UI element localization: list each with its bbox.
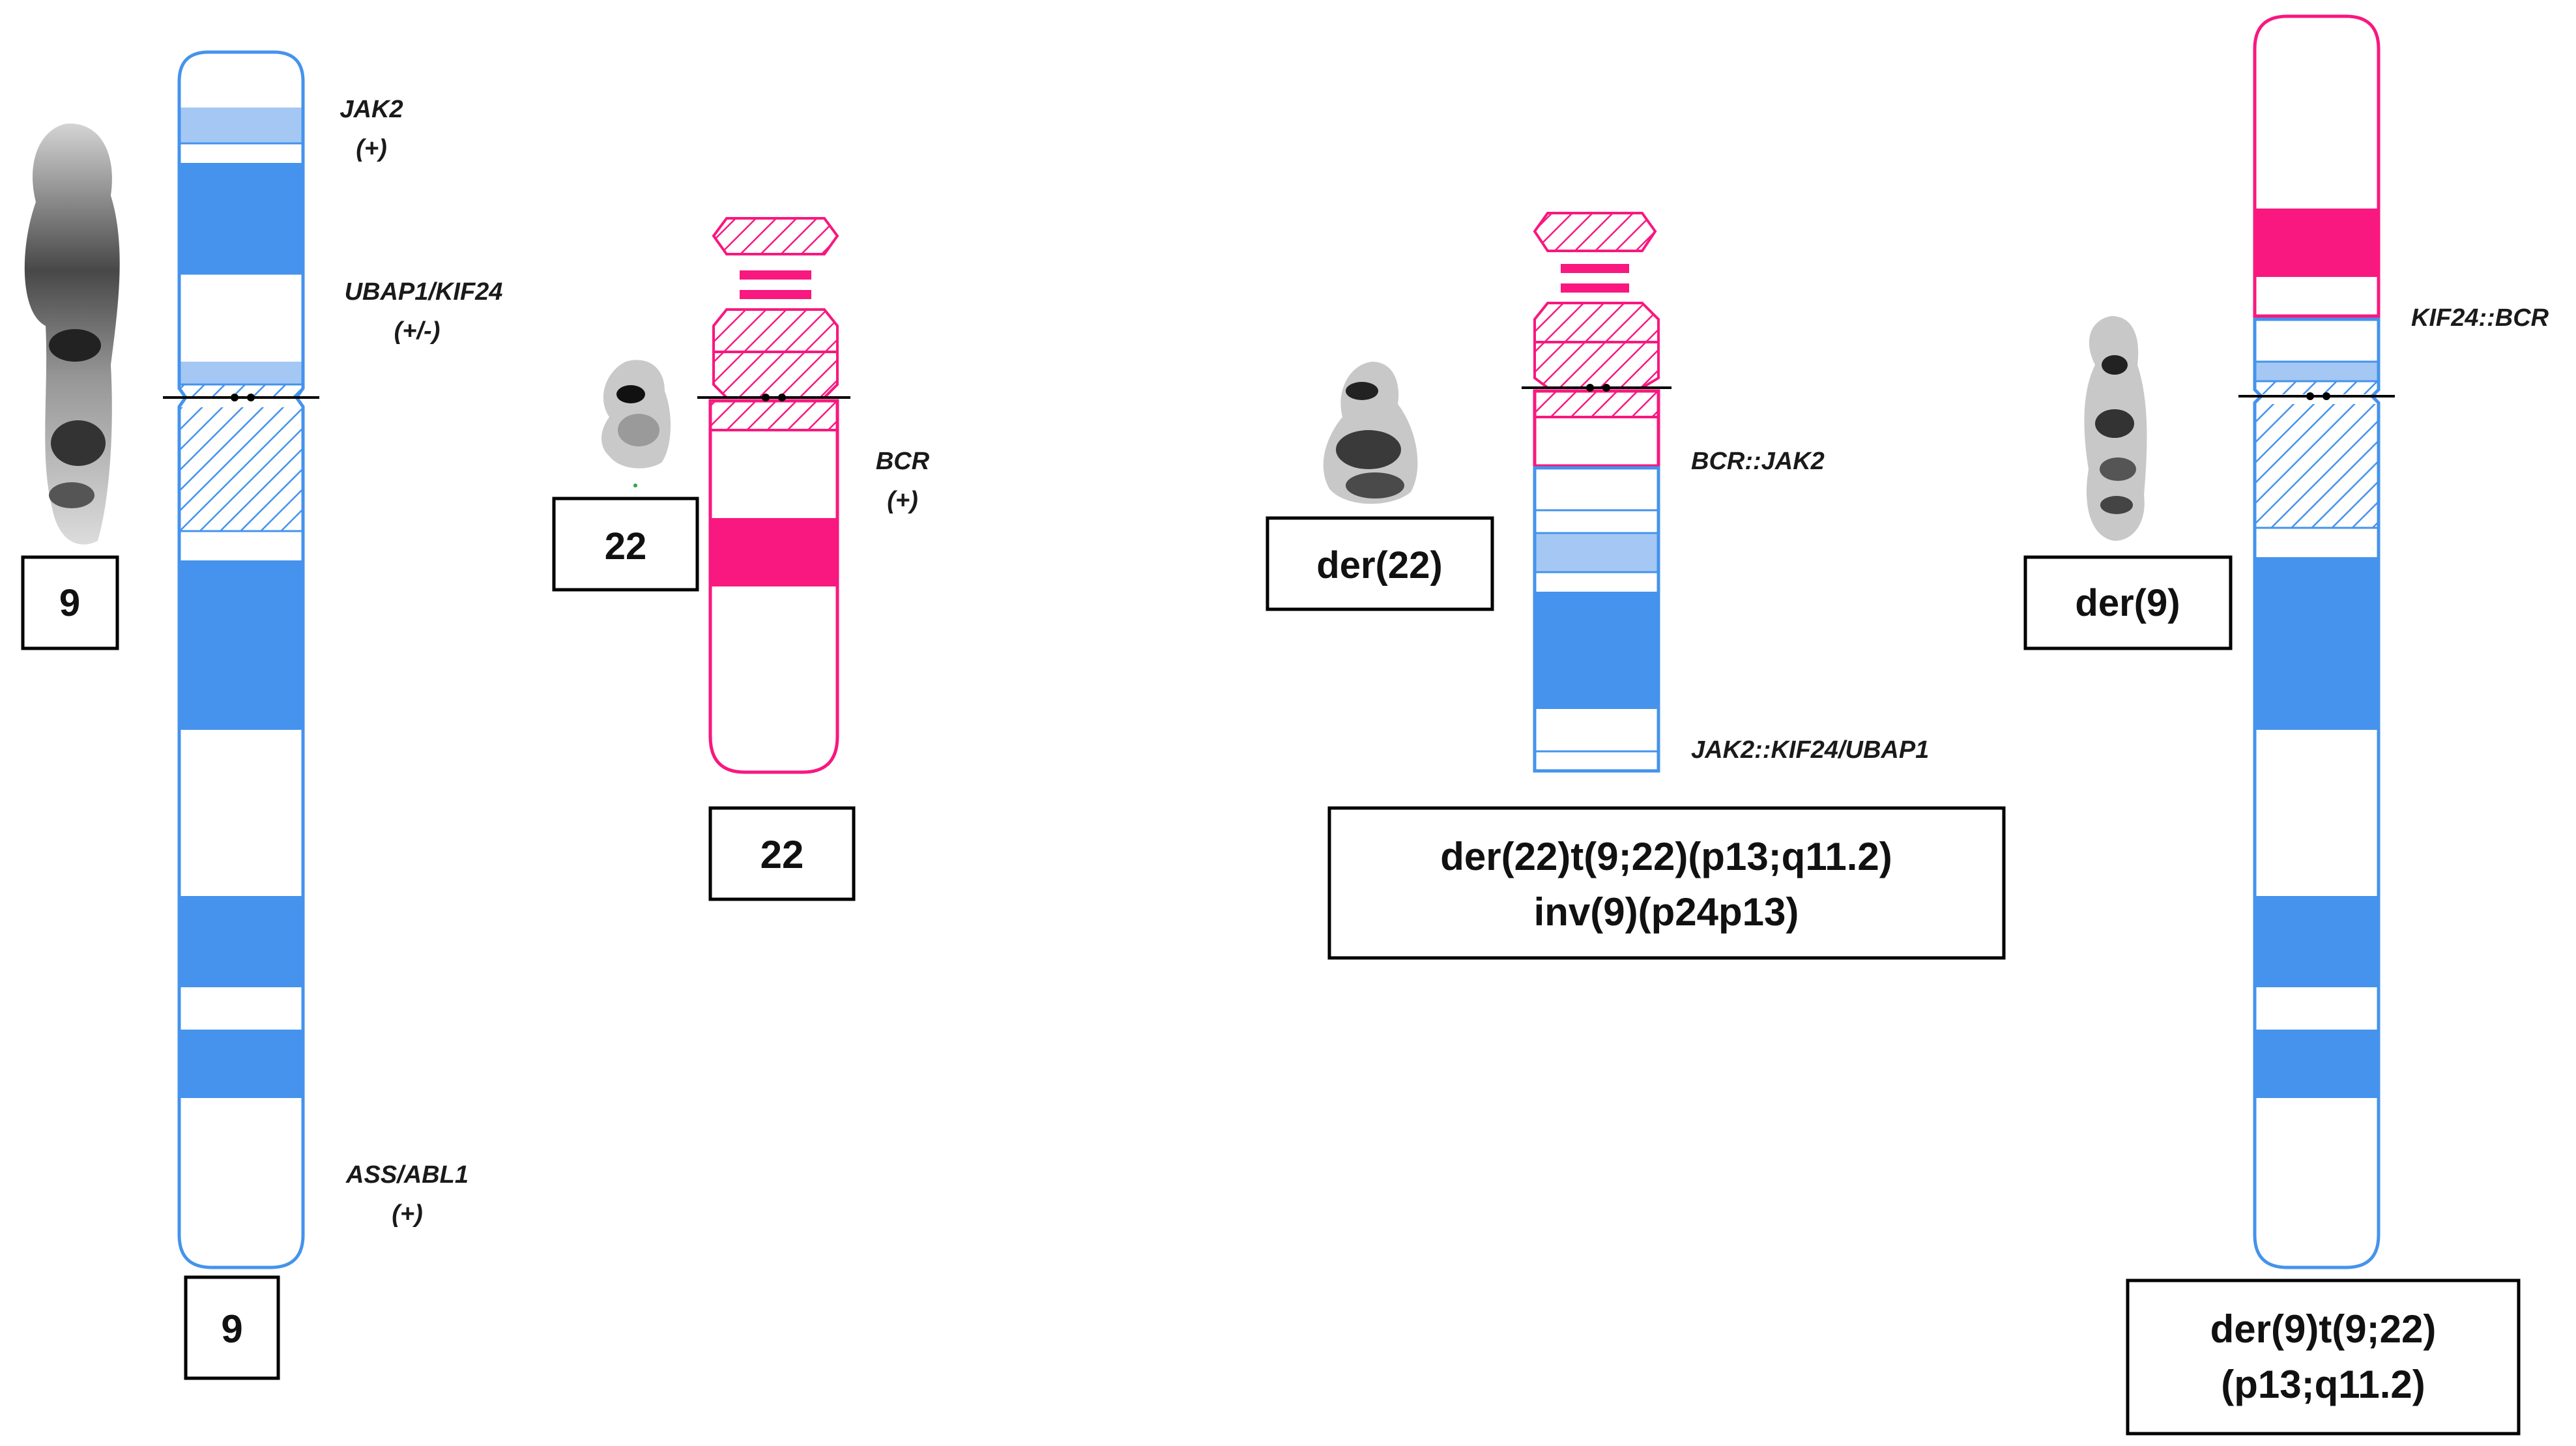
der22-formula-line2: inv(9)(p24p13) (1534, 890, 1799, 934)
chr22-bcr-status: (+) (887, 487, 918, 514)
chr22-karyotype-image (601, 360, 671, 487)
der9-formula-line2: (p13;q11.2) (2221, 1363, 2425, 1406)
chr22-bcr-label: BCR (876, 448, 930, 475)
der9-karyotype-box: der(9) (2023, 555, 2233, 650)
der22-karyotype-box: der(22) (1266, 516, 1494, 611)
chr9-karyotype-box-text: 9 (59, 582, 80, 624)
der22-karyotype-image (1323, 362, 1418, 504)
der22-jak2-kif24-label: JAK2::KIF24/UBAP1 (1691, 736, 1929, 764)
chr9-abl1-status: (+) (392, 1200, 423, 1228)
der22-ideogram (1522, 212, 1672, 773)
der22-formula-box: der(22)t(9;22)(p13;q11.2) inv(9)(p24p13) (1327, 806, 2006, 960)
der9-formula-box: der(9)t(9;22) (p13;q11.2) (2126, 1279, 2521, 1436)
chr9-ideogram-box-text: 9 (221, 1307, 242, 1351)
der22-bcr-jak2-label: BCR::JAK2 (1691, 448, 1825, 475)
chr9-ideogram-box: 9 (184, 1275, 280, 1380)
chr22-ideogram-box-text: 22 (760, 833, 804, 876)
chr22-karyotype-box-text: 22 (605, 525, 647, 568)
der9-karyotype-box-text: der(9) (2075, 582, 2180, 624)
chr9-ubap1-label: UBAP1/KIF24 (345, 278, 503, 306)
der9-karyotype-image (2084, 316, 2147, 541)
der22-karyotype-box-text: der(22) (1316, 544, 1442, 586)
chr22-karyotype-box: 22 (552, 497, 699, 592)
chr9-jak2-label: JAK2 (340, 96, 403, 123)
chr9-karyotype-box: 9 (21, 555, 119, 650)
chr9-jak2-status: (+) (356, 135, 387, 162)
der9-ideogram (2238, 14, 2395, 1269)
der22-formula-line1: der(22)t(9;22)(p13;q11.2) (1440, 835, 1892, 878)
der9-kif24-bcr-label: KIF24::BCR (2411, 304, 2549, 332)
chr9-ideogram (163, 50, 319, 1269)
chr22-ideogram (697, 217, 850, 774)
chr9-abl1-label: ASS/ABL1 (345, 1161, 469, 1189)
chr9-karyotype-image (24, 123, 120, 545)
chr22-ideogram-box: 22 (708, 806, 856, 901)
chr9-ubap1-status: (+/-) (394, 317, 441, 345)
der9-formula-line1: der(9)t(9;22) (2210, 1307, 2437, 1351)
